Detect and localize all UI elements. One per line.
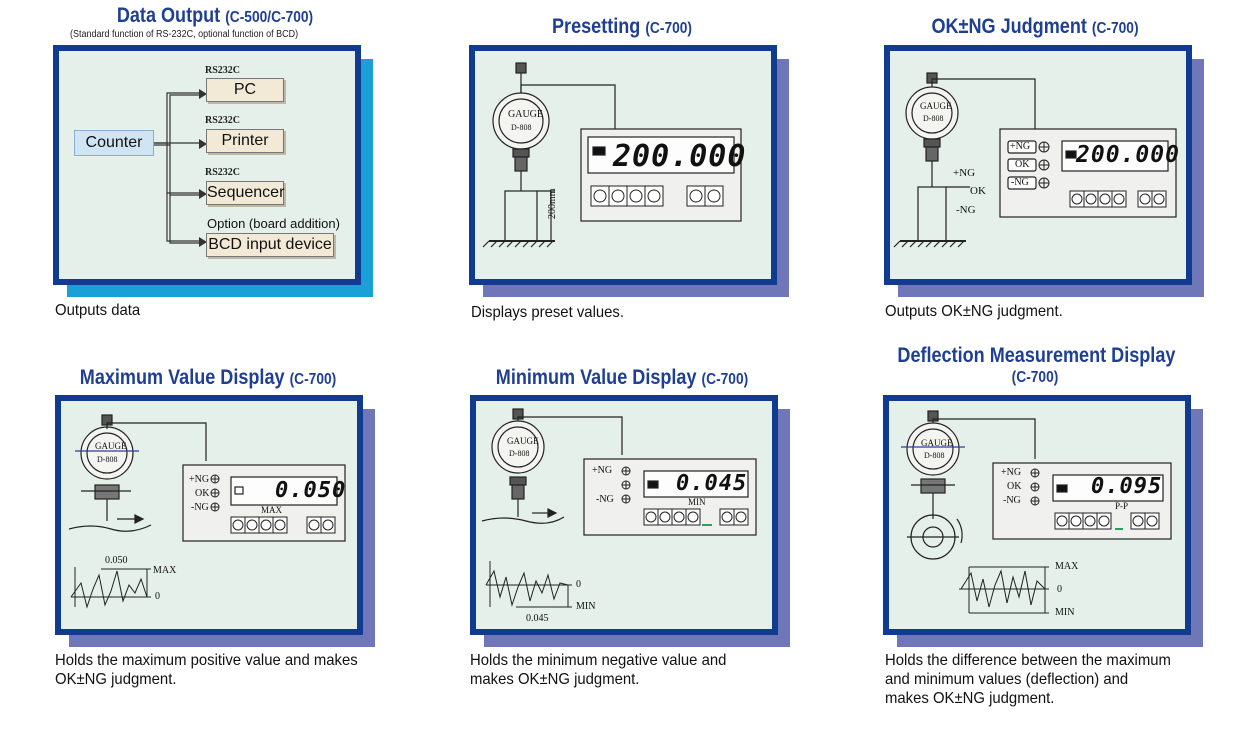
deflection-title: Deflection Measurement Display (C-700) xyxy=(897,344,1176,387)
gauge-label: GAUGE xyxy=(920,101,952,111)
rs232c-label-sequencer: RS232C xyxy=(205,167,241,178)
side-minus-ng-label: -NG xyxy=(956,204,976,216)
ok-ng-caption: Outputs OK±NG judgment. xyxy=(885,303,1063,320)
ok-indicator: OK xyxy=(1015,159,1030,170)
ok-indicator: OK xyxy=(1007,481,1022,492)
diagram-frame: Counter RS232C PC RS232C Printer RS232C … xyxy=(53,45,361,285)
gauge-model-label: D-808 xyxy=(97,455,118,464)
graph-max-label: MAX xyxy=(1055,561,1079,572)
gauge-model-label: D-808 xyxy=(509,449,530,458)
data-output-title: Data Output (C-500/C-700) xyxy=(116,4,314,27)
deflection-display-value: 0.095 xyxy=(1091,474,1163,499)
diagram-frame: GAUGE D-808 +NG OK -NG +NG OK -NG 200.00… xyxy=(884,45,1192,285)
side-ok-label: OK xyxy=(970,185,986,197)
graph-zero-label: 0 xyxy=(1057,584,1062,595)
gauge-label: GAUGE xyxy=(508,109,543,120)
ok-indicator: OK xyxy=(195,488,210,499)
graph-value-label: 0.045 xyxy=(526,613,549,624)
min-value-title: Minimum Value Display (C-700) xyxy=(495,366,749,389)
min-value-caption: Holds the minimum negative value and mak… xyxy=(470,652,727,688)
minus-ng-indicator: -NG xyxy=(596,494,614,505)
max-mode-label: MAX xyxy=(261,505,283,515)
graph-zero-label: 0 xyxy=(576,579,581,590)
deflection-caption: Holds the difference between the maximum… xyxy=(885,652,1171,707)
connection-lines xyxy=(147,89,207,247)
deflection-drawing xyxy=(901,410,1172,614)
gauge-model-label: D-808 xyxy=(923,114,944,123)
gauge-model-label: D-808 xyxy=(924,451,945,460)
counter-box: Counter xyxy=(74,130,154,156)
rs232c-label-printer: RS232C xyxy=(205,115,241,126)
height-dimension-label: 200mm xyxy=(547,188,558,219)
diagram-frame: GAUGE D-808 +NG OK -NG 0.050 MAX 0.050 M… xyxy=(55,395,363,635)
graph-min-label: MIN xyxy=(576,601,596,612)
ok-ng-drawing xyxy=(893,72,1177,248)
side-plus-ng-label: +NG xyxy=(953,167,976,179)
minus-ng-indicator: -NG xyxy=(1003,495,1021,506)
presetting-title: Presetting (C-700) xyxy=(552,15,692,38)
graph-min-label: MIN xyxy=(1055,607,1075,618)
data-output-subtitle: (Standard function of RS-232C, optional … xyxy=(70,29,299,40)
ok-ng-display-value: 200.000 xyxy=(1076,142,1180,168)
max-value-drawing xyxy=(68,414,346,609)
minus-ng-indicator: -NG xyxy=(191,502,209,513)
gauge-label: GAUGE xyxy=(921,438,953,448)
max-value-caption: Holds the maximum positive value and mak… xyxy=(55,652,358,688)
min-value-drawing xyxy=(481,408,757,608)
min-display-value: 0.045 xyxy=(676,471,748,496)
ok-ng-title: OK±NG Judgment (C-700) xyxy=(931,15,1139,38)
sequencer-box: Sequencer xyxy=(206,181,284,205)
pc-box: PC xyxy=(206,78,284,102)
presetting-drawing xyxy=(482,62,742,248)
graph-value-label: 0.050 xyxy=(105,555,128,566)
gauge-model-label: D-808 xyxy=(511,123,532,132)
graph-max-label: MAX xyxy=(153,565,177,576)
rs232c-label-pc: RS232C xyxy=(205,65,241,76)
diagram-frame: GAUGE D-808 +NG OK -NG 0.095 P-P MAX 0 M… xyxy=(883,395,1191,635)
graph-zero-label: 0 xyxy=(155,591,160,602)
max-display-value: 0.050 xyxy=(275,478,347,503)
data-output-caption: Outputs data xyxy=(55,302,141,319)
plus-ng-indicator: +NG xyxy=(1010,141,1031,152)
preset-display-value: 200.000 xyxy=(613,139,747,174)
diagram-frame: GAUGE D-808 +NG OK -NG 0.045 MIN 0 MIN 0… xyxy=(470,395,778,635)
plus-ng-indicator: +NG xyxy=(1001,467,1022,478)
plus-ng-indicator: +NG xyxy=(592,465,613,476)
gauge-label: GAUGE xyxy=(507,436,539,446)
gauge-label: GAUGE xyxy=(95,441,127,451)
minus-ng-indicator: -NG xyxy=(1011,177,1029,188)
min-mode-label: MIN xyxy=(688,497,706,507)
pp-mode-label: P-P xyxy=(1115,501,1129,511)
option-label: Option (board addition) xyxy=(207,216,340,231)
diagram-frame: GAUGE D-808 200.000 200mm xyxy=(469,45,777,285)
presetting-caption: Displays preset values. xyxy=(471,304,624,321)
bcd-box: BCD input device xyxy=(206,233,334,257)
plus-ng-indicator: +NG xyxy=(189,474,210,485)
printer-box: Printer xyxy=(206,129,284,153)
max-value-title: Maximum Value Display (C-700) xyxy=(79,366,337,389)
